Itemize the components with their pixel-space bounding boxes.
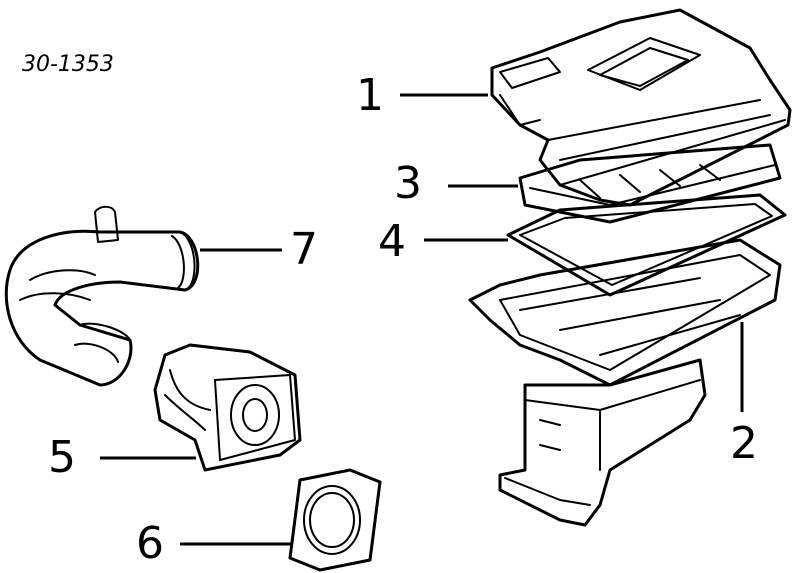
callout-1: 1 — [356, 70, 384, 121]
part-5-air-flow-meter — [153, 343, 302, 472]
callout-6: 6 — [136, 518, 164, 569]
callout-7: 7 — [290, 224, 318, 275]
part-6-flange-gasket — [288, 468, 382, 572]
part-1-air-cleaner-cover — [490, 8, 792, 207]
callout-5: 5 — [48, 432, 76, 483]
callout-2: 2 — [730, 418, 758, 469]
part-4-gasket — [506, 193, 787, 297]
callout-4: 4 — [378, 216, 406, 267]
part-2-lower-housing — [468, 238, 782, 527]
callout-3: 3 — [394, 158, 422, 209]
part-7-intake-hose — [4, 205, 200, 387]
reference-code: 30-1353 — [22, 52, 114, 77]
